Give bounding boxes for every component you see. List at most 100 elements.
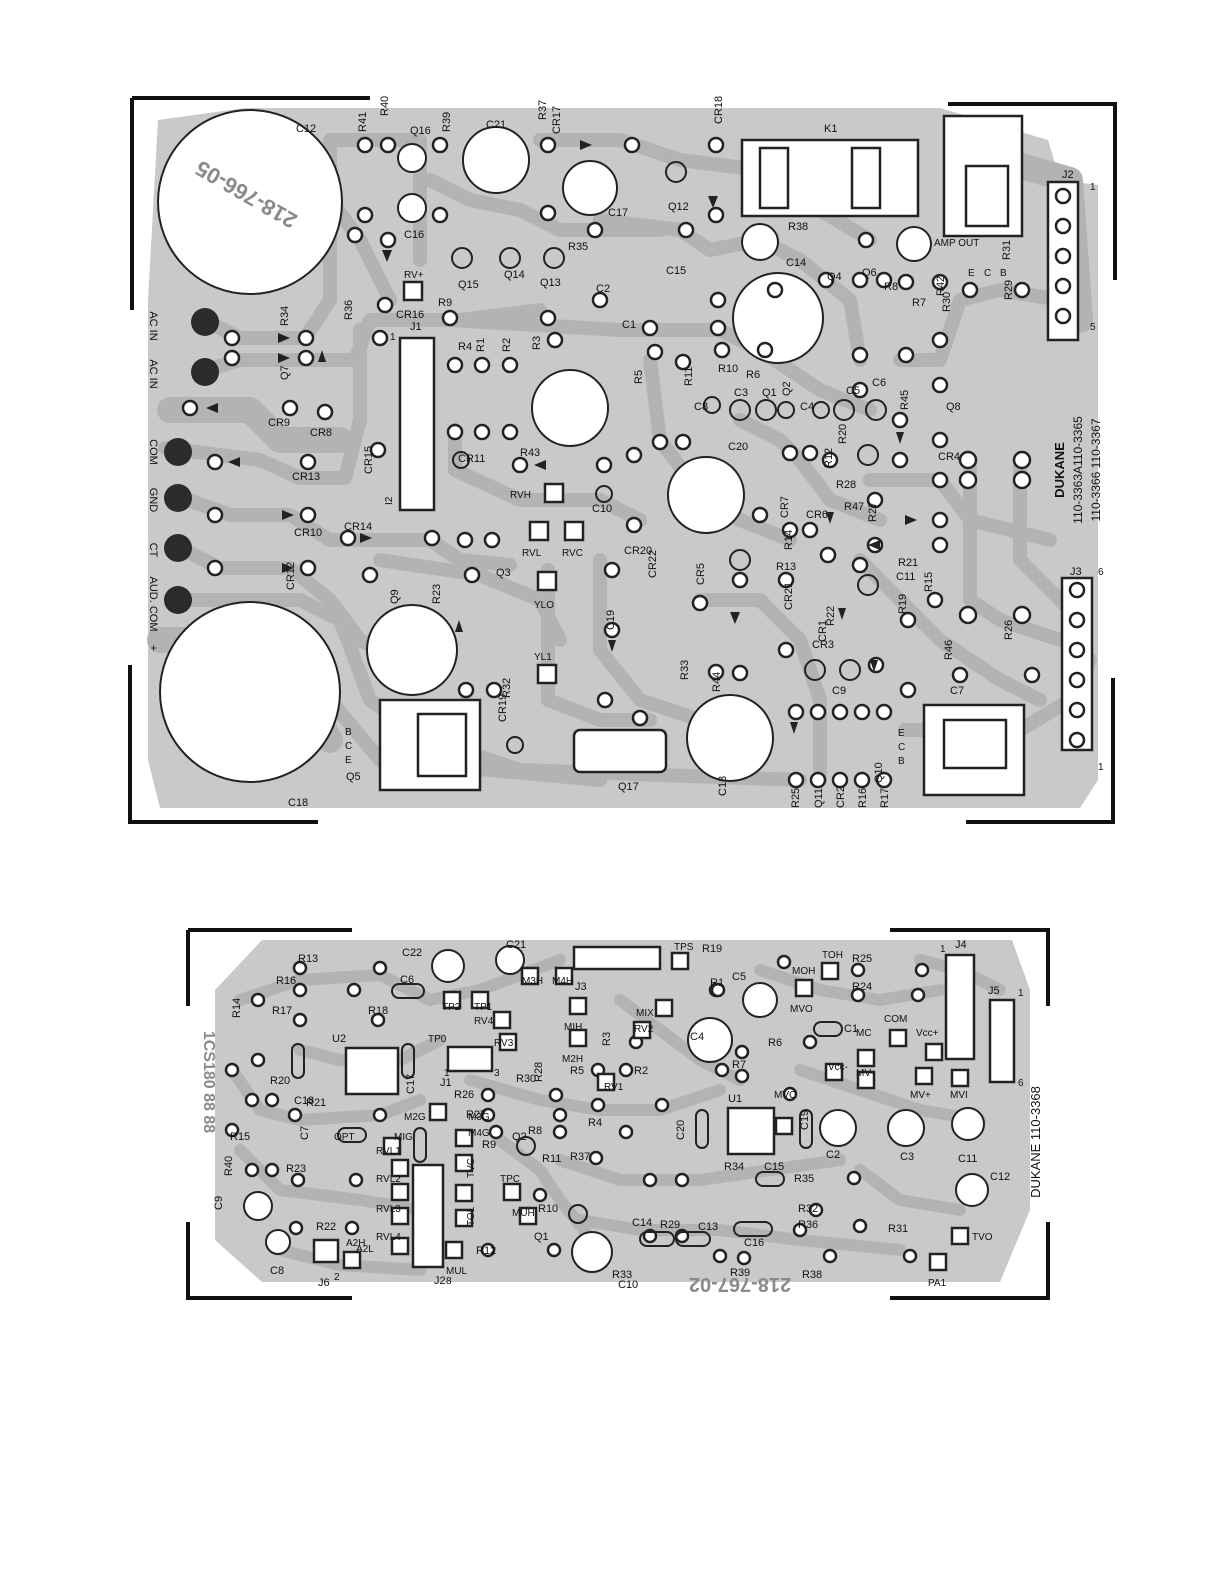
lower-part-label-r23: R23	[286, 1163, 306, 1175]
upper-part-label-r6: R6	[746, 369, 760, 381]
upper-diodes	[206, 140, 917, 734]
lower-tp-label-mvi: MVI	[950, 1090, 968, 1101]
lower-board: 218-767-02 1CS180 88 88 DUKANE 110-3368	[186, 928, 1050, 1300]
lower-part-label-r26: R26	[454, 1089, 474, 1101]
lower-part-label-c19: C19	[799, 1110, 811, 1130]
upper-part-label-cr16: CR16	[396, 309, 424, 321]
j6-pin-two: 2	[334, 1272, 340, 1283]
relay-label-k1: K1	[824, 123, 837, 135]
j2-pin-bottom: 5	[1090, 322, 1096, 333]
amp-out-pad-outline	[896, 226, 932, 262]
lower-part-label-r39: R39	[730, 1267, 750, 1279]
upper-part-label-cr21: CR21	[783, 582, 795, 610]
lower-tp-label-mvo: MVO	[790, 1004, 813, 1015]
upper-part-label-cr22: CR22	[647, 550, 659, 578]
lower-tp-label-m4h: M4H	[552, 976, 573, 987]
upper-part-label-r35: R35	[568, 241, 588, 253]
lower-part-label-c5: C5	[732, 971, 746, 983]
lower-part-label-r36: R36	[798, 1219, 818, 1231]
upper-part-label-q11: Q11	[813, 788, 825, 808]
lower-pads	[224, 954, 930, 1266]
upper-part-label-c7: C7	[950, 685, 964, 697]
lower-part-label-r24: R24	[852, 981, 872, 993]
upper-brand-label: DUKANE	[1052, 442, 1067, 498]
lower-part-label-r25: R25	[852, 953, 872, 965]
edge-label-gnd: GND	[147, 488, 159, 513]
lower-tp-label-tp0: TP0	[428, 1034, 447, 1045]
upper-part-label-c4: C4	[800, 401, 814, 413]
lower-part-label-r3: R3	[601, 1032, 613, 1046]
lower-part-label-r35: R35	[794, 1173, 814, 1185]
upper-part-label-q4: Q4	[827, 271, 842, 283]
tp-ylo: YLO	[534, 600, 554, 611]
lower-tp-label-rv4: RV4	[474, 1016, 494, 1027]
upper-part-label-r39: R39	[441, 112, 453, 132]
connector-j4	[944, 953, 976, 1061]
upper-part-label-c13: C13	[717, 776, 729, 796]
upper-part-label-cr17: CR17	[551, 106, 563, 134]
q11-pin-e: E	[898, 728, 905, 739]
lower-tp-label-m2h: M2H	[562, 1054, 583, 1065]
lower-part-label-r21: R21	[306, 1097, 326, 1109]
lower-part-label-u2: U2	[332, 1033, 346, 1045]
upper-part-label-r41: R41	[357, 112, 369, 132]
edge-label-aud-com: AUD. COM	[147, 577, 159, 632]
upper-part-label-cr2: CR2	[835, 786, 847, 808]
upper-part-label-cr9: CR9	[268, 417, 290, 429]
lower-part-label-r8: R8	[528, 1125, 542, 1137]
lower-capacitors	[243, 945, 989, 1273]
upper-part-label-r3: R3	[531, 336, 543, 350]
upper-part-label-r21: R21	[898, 557, 918, 569]
edge-label-ac-in-2: AC IN	[147, 359, 159, 388]
connector-j2-lower	[411, 1163, 445, 1269]
lower-part-label-r30: R30	[516, 1073, 536, 1085]
upper-part-label-q14: Q14	[504, 269, 525, 281]
upper-part-label-q10: Q10	[873, 762, 885, 783]
lower-part-label-c10: C10	[618, 1279, 638, 1291]
j3-pin-top: 6	[1098, 567, 1104, 578]
upper-model-line-1: 110-3363A110-3365	[1071, 416, 1085, 524]
lower-tp-label-a2h: A2H	[346, 1238, 365, 1249]
crop-mark-lower-top-right	[890, 928, 1050, 1006]
upper-part-label-r44: R44	[711, 672, 723, 692]
tp-yl1: YL1	[534, 652, 552, 663]
lower-tp-label-rv1: RV1	[604, 1082, 624, 1093]
upper-part-label-r45: R45	[899, 390, 911, 410]
lower-tp-label-mul: MUL	[446, 1266, 468, 1277]
upper-part-label-c15: C15	[666, 265, 686, 277]
connector-label-j6: J6	[318, 1277, 330, 1289]
lower-part-label-r29: R29	[660, 1219, 680, 1231]
upper-part-label-r46: R46	[943, 640, 955, 660]
transistor-q7-body	[964, 164, 1010, 228]
upper-part-label-c11: C11	[896, 571, 915, 583]
lower-part-label-r10: R10	[538, 1203, 558, 1215]
lower-part-label-r19: R19	[702, 943, 722, 955]
upper-part-label-r9: R9	[438, 297, 452, 309]
capacitor-c16-outline	[397, 193, 427, 223]
lower-tp-label-mv-: MV+	[910, 1090, 931, 1101]
upper-part-label-q2: Q2	[781, 381, 793, 396]
lower-part-label-r17: R17	[272, 1005, 292, 1017]
capacitor-c9-body	[572, 728, 668, 774]
i2-label: I2	[384, 496, 395, 505]
capacitor-c19-outline	[366, 604, 458, 696]
lower-tp-label-tol: TOL	[466, 1206, 477, 1226]
upper-part-label-cr13: CR13	[292, 471, 320, 483]
crop-mark-bottom-left	[128, 665, 318, 824]
lower-tp-label-mv-: MV-	[856, 1068, 874, 1079]
amp-out-label: AMP OUT	[934, 238, 979, 249]
lower-part-label-r27: R27	[466, 1109, 486, 1121]
resistor-r20-pot-outline	[667, 456, 745, 534]
lower-tp-label-m4g: M4G	[468, 1128, 490, 1139]
lower-tp-label-rv2: RV2	[634, 1024, 654, 1035]
upper-part-label-r17: R17	[879, 788, 891, 808]
upper-part-label-r25: R25	[790, 788, 802, 808]
upper-part-label-q12: Q12	[668, 201, 689, 213]
upper-part-label-q8: Q8	[946, 401, 961, 413]
upper-part-label-cr8: CR8	[310, 427, 332, 439]
upper-part-label-cr20: CR20	[624, 545, 652, 557]
lower-part-label-u1: U1	[728, 1093, 742, 1105]
upper-part-label-r33: R33	[679, 660, 691, 680]
connector-j3-lower	[572, 945, 662, 971]
